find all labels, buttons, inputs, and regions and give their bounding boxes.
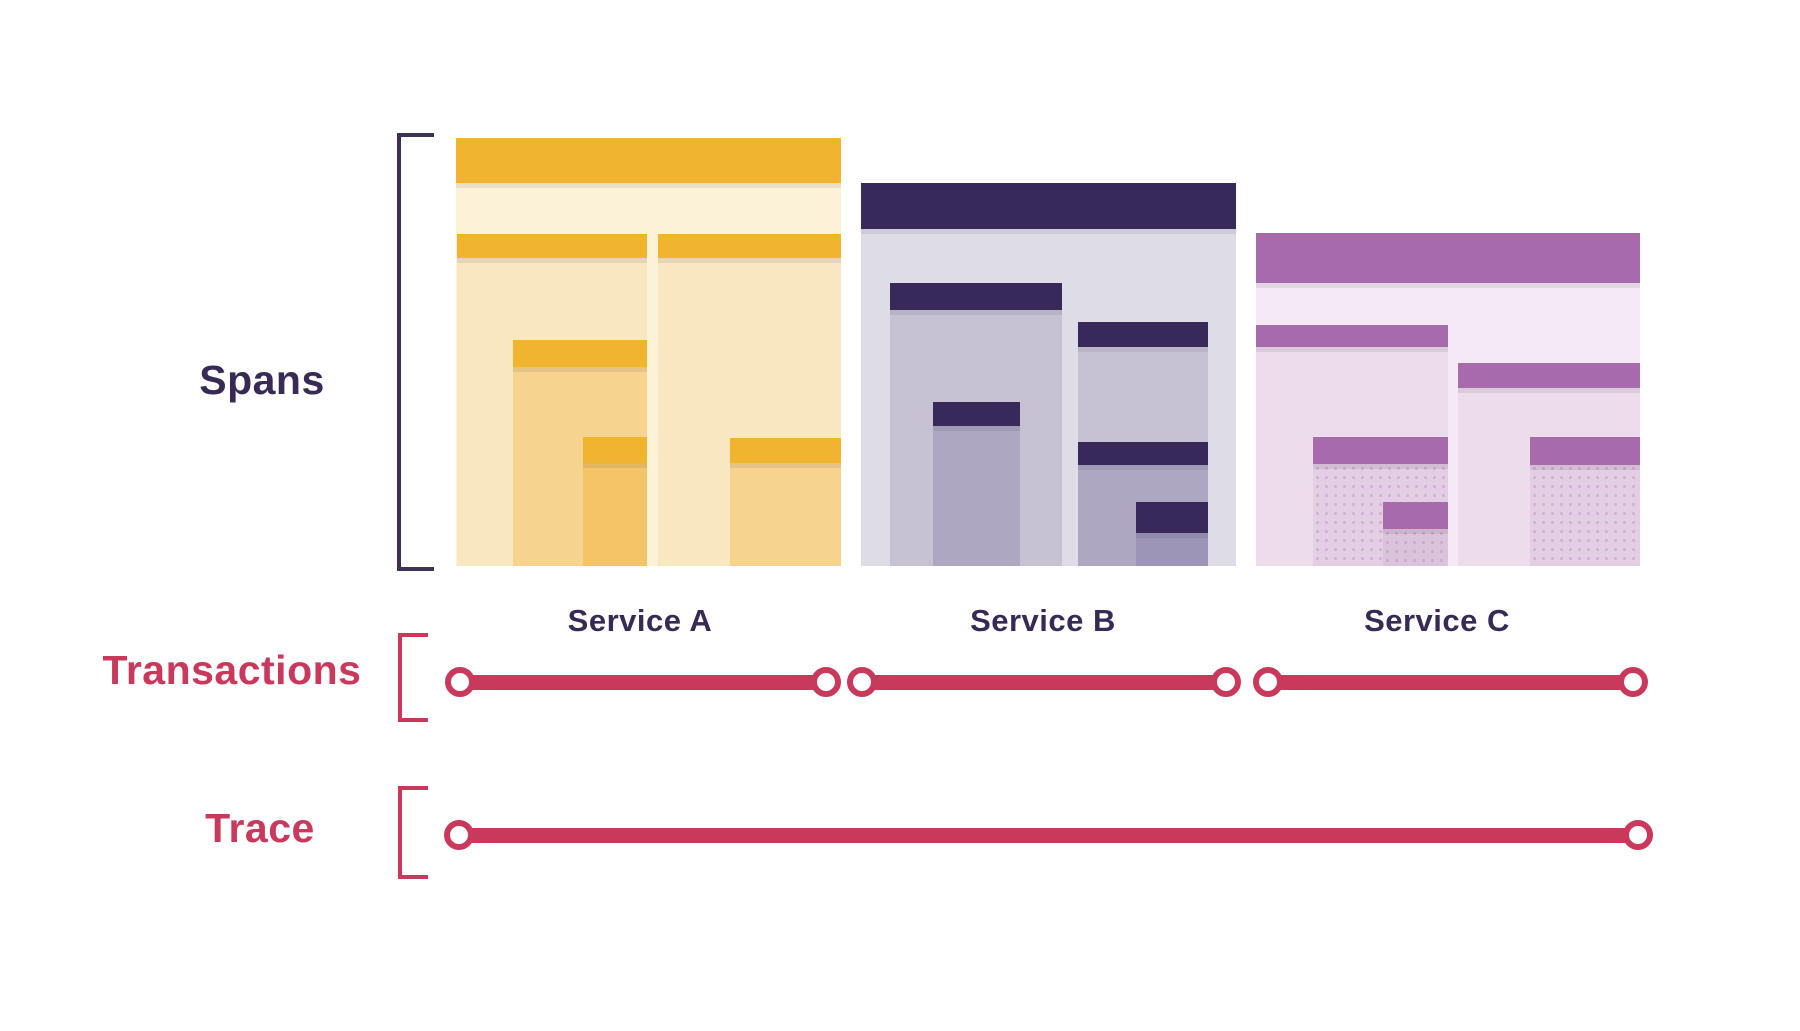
service-a-span-block xyxy=(456,138,841,566)
span-header-bar xyxy=(730,438,841,463)
span-header-bar xyxy=(1313,437,1448,464)
transactions-bracket xyxy=(398,633,428,722)
transaction-endpoint xyxy=(1253,667,1283,697)
span-bar xyxy=(1530,437,1640,566)
span-header-bar xyxy=(456,138,841,183)
span-header-bar xyxy=(1458,363,1640,388)
transaction-endpoint xyxy=(811,667,841,697)
service-b-span-block xyxy=(861,183,1236,566)
span-header-bar xyxy=(1256,233,1640,283)
service-c-label: Service C xyxy=(1364,603,1510,638)
span-header-bar xyxy=(1256,325,1448,347)
span-header-bar xyxy=(1383,502,1448,529)
span-header-bar xyxy=(1078,322,1208,347)
span-bar xyxy=(1136,502,1208,566)
trace-label: Trace xyxy=(205,805,315,851)
transaction-endpoint xyxy=(445,667,475,697)
transaction-endpoint xyxy=(847,667,877,697)
span-header-bar xyxy=(933,402,1020,426)
transaction-line xyxy=(1268,674,1633,690)
span-header-bar xyxy=(457,234,647,258)
trace-bracket xyxy=(398,786,428,879)
span-header-bar xyxy=(1078,442,1208,465)
transaction-endpoint xyxy=(1618,667,1648,697)
service-b-label: Service B xyxy=(970,603,1116,638)
span-bar xyxy=(1383,502,1448,566)
spans-label: Spans xyxy=(199,357,325,403)
span-header-bar xyxy=(1530,437,1640,465)
service-c-span-block xyxy=(1256,233,1640,566)
span-header-bar xyxy=(890,283,1062,310)
trace-endpoint xyxy=(1623,820,1653,850)
service-a-label: Service A xyxy=(567,603,713,638)
span-bar xyxy=(933,402,1020,566)
transaction-endpoint xyxy=(1211,667,1241,697)
transactions-label: Transactions xyxy=(102,647,362,693)
span-bar xyxy=(583,437,647,566)
span-header-bar xyxy=(861,183,1236,229)
span-header-bar xyxy=(1136,502,1208,533)
span-bar xyxy=(730,438,841,566)
transaction-line xyxy=(862,674,1226,690)
trace-line xyxy=(459,827,1638,843)
span-bar xyxy=(1313,437,1448,566)
spans-bracket xyxy=(397,133,434,571)
span-header-bar xyxy=(513,340,647,367)
trace-endpoint xyxy=(444,820,474,850)
span-header-bar xyxy=(658,234,841,258)
span-header-bar xyxy=(583,437,647,463)
transaction-line xyxy=(460,674,826,690)
